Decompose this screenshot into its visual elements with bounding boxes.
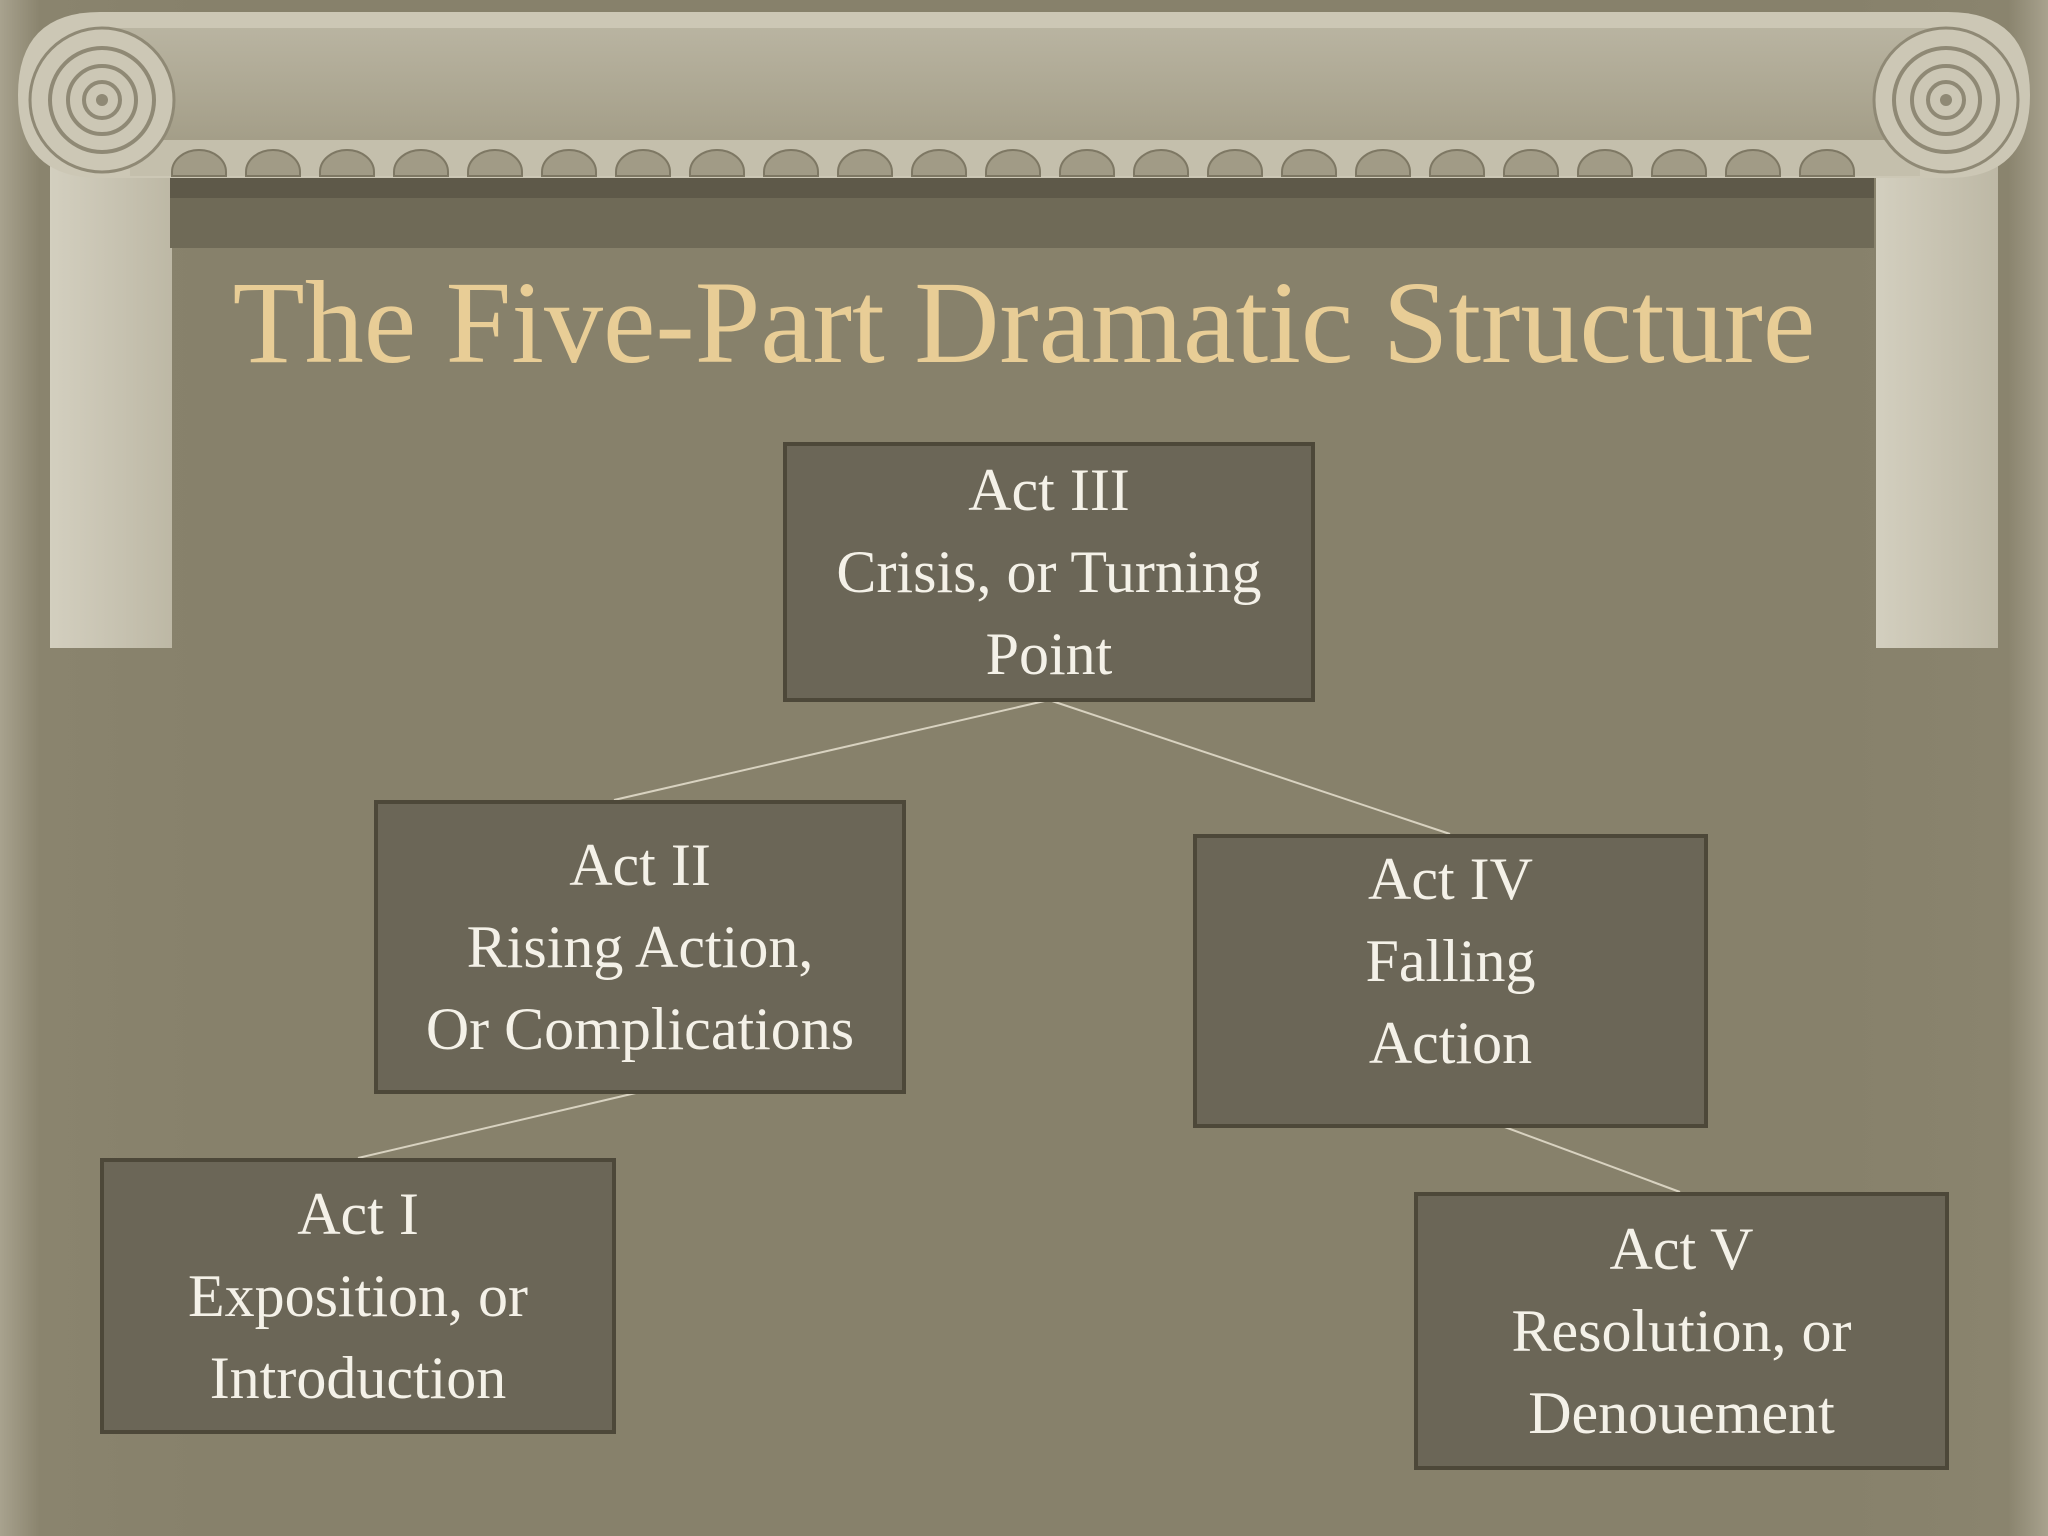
frieze-egg [985, 149, 1041, 177]
frieze-egg [763, 149, 819, 177]
frieze-egg [1577, 149, 1633, 177]
act-4-box: Act IV Falling Action [1193, 834, 1708, 1128]
act-3-line-2: Crisis, or Turning [836, 539, 1262, 605]
frieze-egg [1503, 149, 1559, 177]
frieze-egg [393, 149, 449, 177]
act-2-line-2: Rising Action, [466, 914, 814, 980]
connector-act2-act1 [357, 1091, 641, 1159]
act-4-line-2: Falling [1365, 928, 1536, 994]
frieze-egg [911, 149, 967, 177]
left-volute-icon [28, 26, 176, 174]
act-1-line-2: Exposition, or [188, 1263, 528, 1329]
frieze-egg [1725, 149, 1781, 177]
act-1-heading: Act I [297, 1181, 419, 1247]
frieze-egg [1799, 149, 1855, 177]
act-5-line-2: Resolution, or [1511, 1298, 1852, 1364]
frieze-egg [467, 149, 523, 177]
frieze-egg [689, 149, 745, 177]
act-4-heading: Act IV [1368, 846, 1533, 912]
left-pillar [50, 150, 172, 648]
connector-act3-act2 [613, 699, 1050, 801]
act-5-line-3: Denouement [1528, 1380, 1835, 1446]
frieze-egg [1059, 149, 1115, 177]
act-3-line-3: Point [985, 621, 1113, 687]
act-5-heading: Act V [1609, 1216, 1754, 1282]
act-3-heading: Act III [968, 457, 1130, 523]
frieze-egg [1207, 149, 1263, 177]
slide-title: The Five-Part Dramatic Structure [232, 257, 1816, 388]
frieze-egg [1651, 149, 1707, 177]
act-2-box: Act II Rising Action, Or Complications [374, 800, 906, 1094]
frieze-egg [1429, 149, 1485, 177]
frieze-egg [615, 149, 671, 177]
capital-beam [38, 28, 2010, 150]
frieze-egg [837, 149, 893, 177]
frieze-egg [245, 149, 301, 177]
act-1-line-3: Introduction [209, 1345, 507, 1411]
frieze-egg [1281, 149, 1337, 177]
frieze-egg [319, 149, 375, 177]
connector-lines [357, 699, 1681, 1193]
right-pillar [1876, 150, 1998, 648]
act-1-box: Act I Exposition, or Introduction [100, 1158, 616, 1434]
act-5-box: Act V Resolution, or Denouement [1414, 1192, 1949, 1470]
frieze-egg [171, 149, 227, 177]
connector-act3-act4 [1048, 699, 1451, 835]
right-volute-icon [1872, 26, 2020, 174]
act-2-line-3: Or Complications [425, 996, 855, 1062]
frieze-egg [541, 149, 597, 177]
act-3-box: Act III Crisis, or Turning Point [783, 442, 1315, 702]
frieze-egg [1133, 149, 1189, 177]
connector-act4-act5 [1501, 1125, 1681, 1193]
frieze-egg [1355, 149, 1411, 177]
egg-and-dart-frieze [171, 149, 1855, 177]
act-4-line-3: Action [1368, 1010, 1533, 1076]
act-2-heading: Act II [569, 832, 711, 898]
